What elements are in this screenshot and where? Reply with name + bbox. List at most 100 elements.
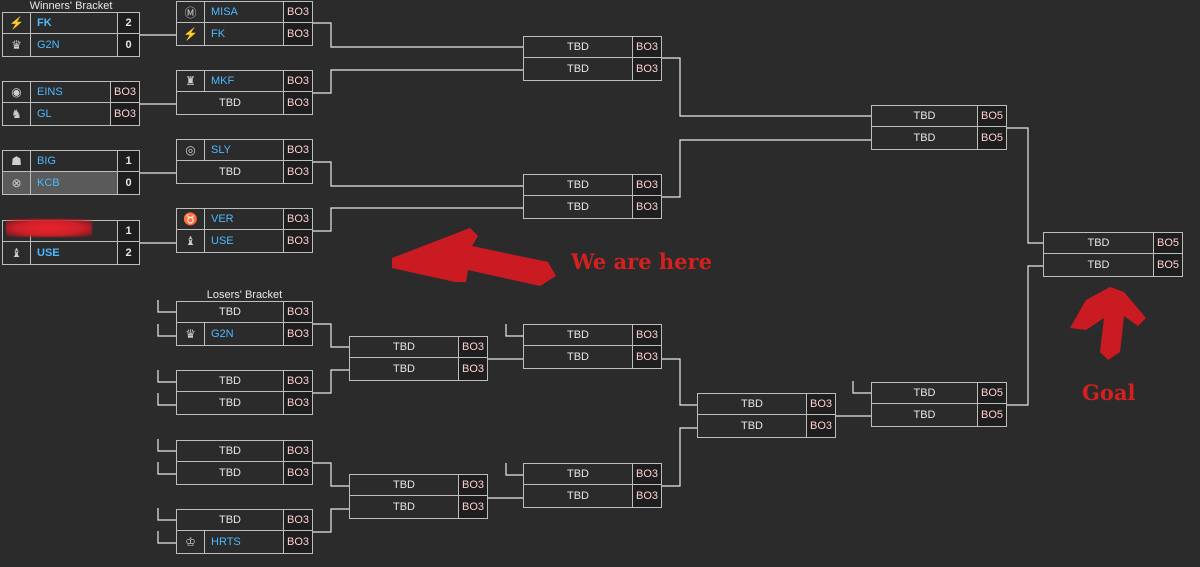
hrts-logo-icon: ♔ (177, 531, 205, 553)
gl-logo-icon: ♞ (3, 103, 31, 125)
team-name: TBD (219, 97, 241, 109)
team-row[interactable]: TBD BO5 (1043, 232, 1183, 254)
use-logo-icon: ♝ (3, 242, 31, 264)
match-format: BO5 (1153, 233, 1182, 253)
ver-logo-icon: ♉ (177, 209, 205, 229)
match-format: BO3 (632, 175, 661, 195)
match-format: BO3 (632, 485, 661, 507)
team-name: MKF (211, 75, 235, 87)
match-format: BO5 (977, 404, 1006, 426)
match-format: BO3 (110, 103, 139, 125)
team-name: G2N (211, 328, 234, 340)
match-format: BO3 (283, 2, 312, 22)
match-format: BO3 (283, 23, 312, 45)
team-name: TBD (567, 490, 589, 502)
team-name: G2N (37, 39, 60, 51)
team-name: EINS (37, 86, 63, 98)
match-format: BO3 (806, 415, 835, 437)
team-name: TBD (913, 387, 936, 399)
team-row[interactable]: TBD BO3 (523, 485, 662, 508)
team-name: USE (211, 235, 234, 247)
team-name: HRTS (211, 536, 241, 548)
team-name: TBD (219, 306, 241, 318)
team-name: TBD (1087, 237, 1110, 249)
team-name: TBD (393, 363, 415, 375)
we-are-here-arrow (392, 228, 556, 286)
team-name: TBD (219, 445, 241, 457)
match-format: BO3 (632, 196, 661, 218)
team-name: TBD (567, 329, 589, 341)
team-score: 1 (117, 151, 139, 171)
fk-logo-icon: ⚡ (3, 13, 31, 33)
team-name: TBD (913, 110, 936, 122)
redacted-team-name (6, 219, 92, 237)
team-name: SLY (211, 144, 231, 156)
match-format: BO3 (283, 392, 312, 414)
team-name: TBD (913, 132, 936, 144)
team-score: 2 (117, 13, 139, 33)
